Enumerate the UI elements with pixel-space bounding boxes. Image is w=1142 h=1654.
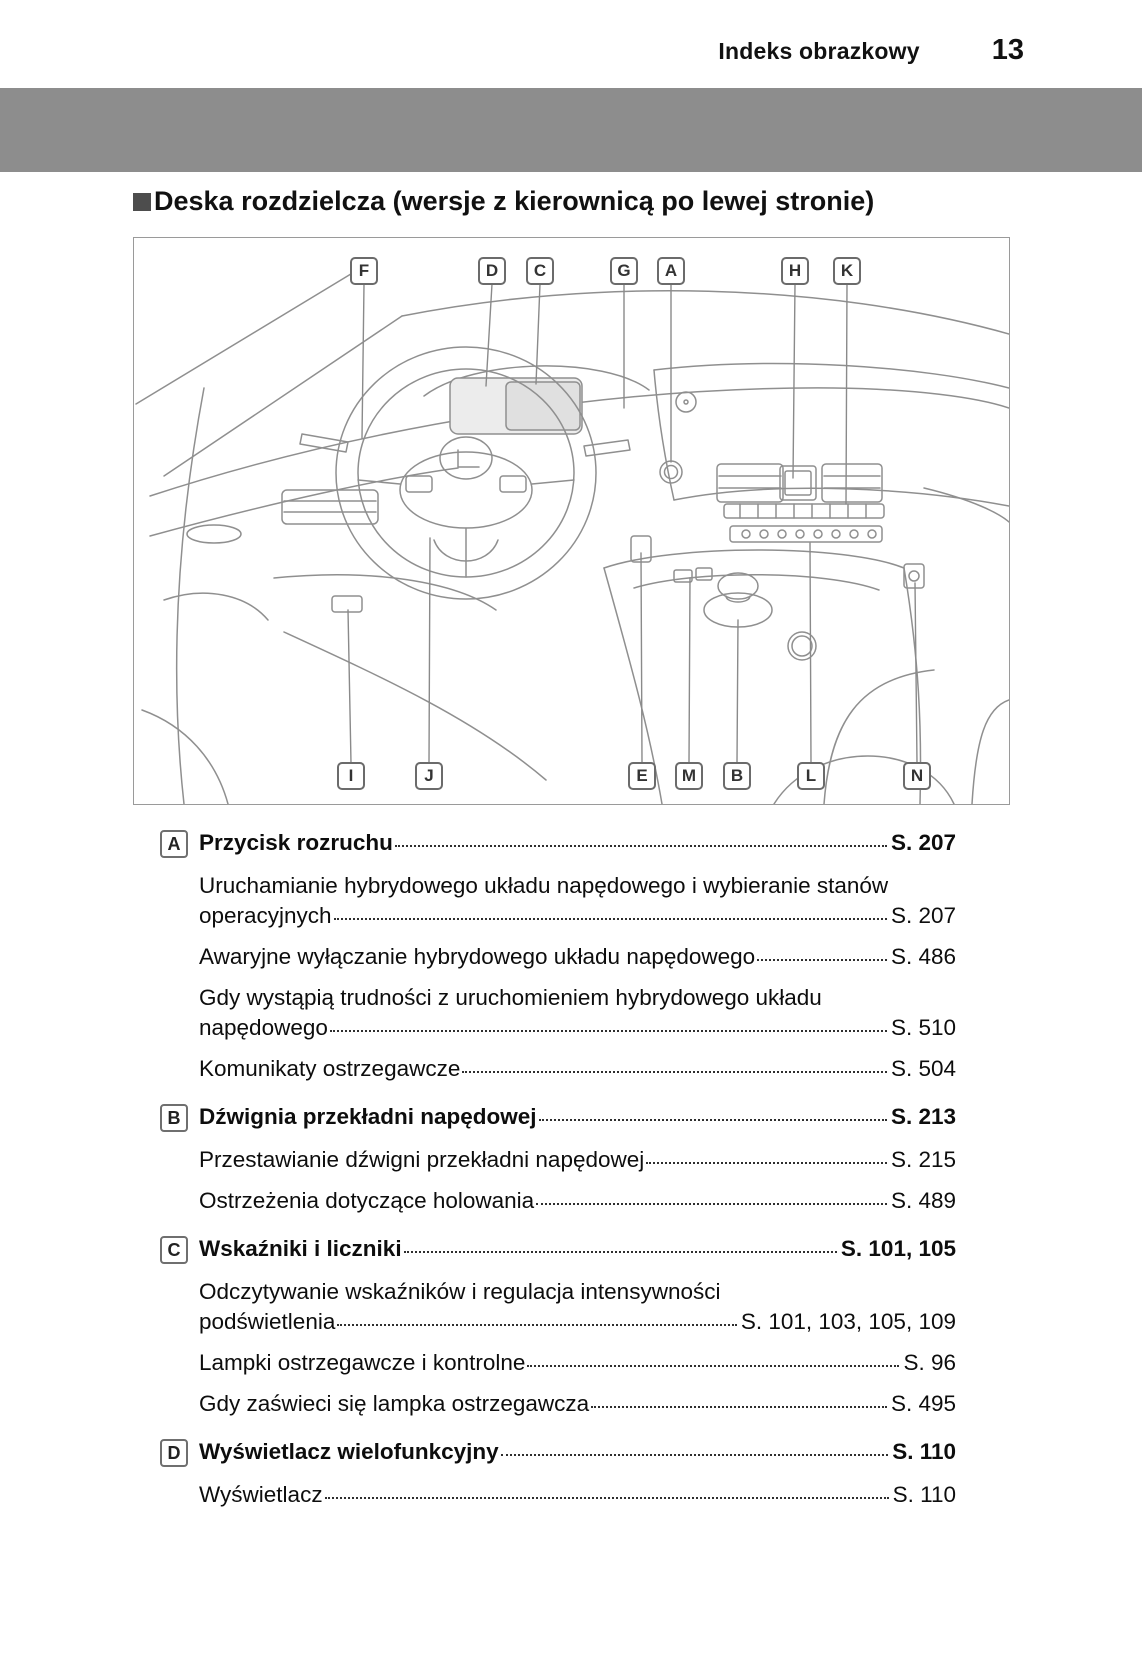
index-entry-A: A Przycisk rozruchu S. 207 — [160, 829, 956, 858]
figure-callout-I: I — [337, 762, 365, 790]
page-ref: S. 96 — [903, 1350, 956, 1375]
dot-leader — [646, 1162, 887, 1164]
page-ref: S. 489 — [890, 1188, 956, 1213]
index-entry-D: D Wyświetlacz wielofunkcyjny S. 110 — [160, 1438, 956, 1467]
figure-callout-J: J — [415, 762, 443, 790]
page-ref: S. 207 — [890, 830, 956, 855]
index-subentry: Gdy zaświeci się lampka ostrzegawcza S. … — [160, 1390, 956, 1417]
page-ref: S. 101, 105 — [840, 1236, 956, 1261]
section-title-text: Deska rozdzielcza (wersje z kierownicą p… — [154, 186, 875, 216]
index-title: Wskaźniki i liczniki — [199, 1236, 402, 1261]
subentry-text: operacyjnych — [199, 903, 332, 928]
dot-leader — [591, 1406, 887, 1408]
header-title: Indeks obrazkowy — [718, 38, 920, 64]
dot-leader — [333, 918, 887, 920]
subentry-text: Gdy wystąpią trudności z uruchomieniem h… — [199, 985, 822, 1010]
page-ref: S. 101, 103, 105, 109 — [740, 1309, 956, 1334]
index-letter-B: B — [160, 1104, 188, 1132]
subentry-text: Gdy zaświeci się lampka ostrzegawcza — [199, 1391, 590, 1416]
page-number: 13 — [991, 34, 1024, 66]
page-ref: S. 486 — [890, 944, 956, 969]
dot-leader — [324, 1497, 889, 1499]
section-title: Deska rozdzielcza (wersje z kierownicą p… — [133, 186, 874, 217]
subentry-text: Komunikaty ostrzegawcze — [199, 1056, 461, 1081]
page-ref: S. 510 — [890, 1015, 956, 1040]
dot-leader — [527, 1365, 900, 1367]
index-title: Wyświetlacz wielofunkcyjny — [199, 1439, 499, 1464]
page-ref: S. 213 — [890, 1104, 956, 1129]
index-letter-D: D — [160, 1439, 188, 1467]
dot-leader — [462, 1071, 887, 1073]
subentry-text: Wyświetlacz — [199, 1482, 323, 1507]
page-ref: S. 110 — [892, 1482, 956, 1507]
figure-callout-G: G — [610, 257, 638, 285]
figure-callout-M: M — [675, 762, 703, 790]
figure-callout-F: F — [350, 257, 378, 285]
figure-callout-K: K — [833, 257, 861, 285]
section-marker-icon — [133, 192, 151, 211]
page-ref: S. 215 — [890, 1147, 956, 1172]
subentry-text: Ostrzeżenia dotyczące holowania — [199, 1188, 535, 1213]
index-title: Przycisk rozruchu — [199, 830, 393, 855]
index-subentry: Gdy wystąpią trudności z uruchomieniem h… — [160, 984, 956, 1041]
dashboard-illustration — [135, 259, 1009, 804]
figure-callout-B: B — [723, 762, 751, 790]
figure-callout-L: L — [797, 762, 825, 790]
dot-leader — [757, 959, 887, 961]
index-entry-C: C Wskaźniki i liczniki S. 101, 105 — [160, 1235, 956, 1264]
dot-leader — [500, 1454, 889, 1456]
index-letter-A: A — [160, 830, 188, 858]
subentry-text: napędowego — [199, 1015, 328, 1040]
page-ref: S. 504 — [890, 1056, 956, 1081]
index-subentry: Ostrzeżenia dotyczące holowania S. 489 — [160, 1187, 956, 1214]
subentry-text: Awaryjne wyłączanie hybrydowego układu n… — [199, 944, 756, 969]
figure-callout-N: N — [903, 762, 931, 790]
index-subentry: Wyświetlacz S. 110 — [160, 1481, 956, 1508]
index-entry-B: B Dźwignia przekładni napędowej S. 213 — [160, 1103, 956, 1132]
subentry-text: podświetlenia — [199, 1309, 336, 1334]
page-header: Indeks obrazkowy 13 — [718, 34, 1024, 67]
index-subentry: Uruchamianie hybrydowego układu napędowe… — [160, 872, 956, 929]
subentry-text: Odczytywanie wskaźników i regulacja inte… — [199, 1279, 721, 1304]
dot-leader — [536, 1203, 887, 1205]
subentry-text: Lampki ostrzegawcze i kontrolne — [199, 1350, 526, 1375]
dot-leader — [394, 845, 887, 847]
header-band — [0, 88, 1142, 172]
dot-leader — [329, 1030, 887, 1032]
page-ref: S. 495 — [890, 1391, 956, 1416]
index-subentry: Lampki ostrzegawcze i kontrolne S. 96 — [160, 1349, 956, 1376]
page-ref: S. 110 — [892, 1439, 956, 1464]
figure-callout-C: C — [526, 257, 554, 285]
dot-leader — [403, 1251, 837, 1253]
figure-callout-E: E — [628, 762, 656, 790]
page-ref: S. 207 — [890, 903, 956, 928]
index-subentry: Awaryjne wyłączanie hybrydowego układu n… — [160, 943, 956, 970]
index-subentry: Odczytywanie wskaźników i regulacja inte… — [160, 1278, 956, 1335]
subentry-text: Uruchamianie hybrydowego układu napędowe… — [199, 873, 889, 898]
index-title: Dźwignia przekładni napędowej — [199, 1104, 537, 1129]
figure-callout-D: D — [478, 257, 506, 285]
index-letter-C: C — [160, 1236, 188, 1264]
pictorial-index-list: A Przycisk rozruchu S. 207 Uruchamianie … — [160, 808, 956, 1508]
dashboard-figure: F D C G A H K I J E M B L N — [133, 237, 1010, 805]
index-subentry: Komunikaty ostrzegawcze S. 504 — [160, 1055, 956, 1082]
subentry-text: Przestawianie dźwigni przekładni napędow… — [199, 1147, 645, 1172]
figure-callout-H: H — [781, 257, 809, 285]
dot-leader — [337, 1324, 737, 1326]
dot-leader — [538, 1119, 887, 1121]
figure-callout-A: A — [657, 257, 685, 285]
index-subentry: Przestawianie dźwigni przekładni napędow… — [160, 1146, 956, 1173]
